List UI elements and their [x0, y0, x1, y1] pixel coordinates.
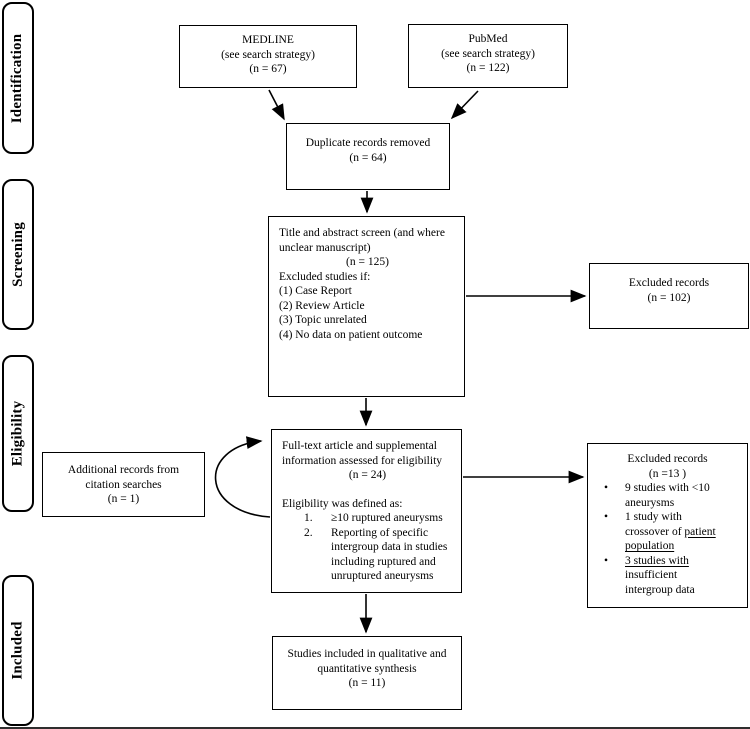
screen-criterion-4: (4) No data on patient outcome [279, 328, 423, 341]
fulltext-eligibility-heading: Eligibility was defined as: [282, 497, 403, 510]
duplicates-count: (n = 64) [349, 151, 387, 164]
fulltext-title-line1: Full-text article and supplemental [282, 440, 437, 452]
fulltext-title-line2: information assessed for eligibility [282, 454, 443, 467]
citation-line1: Additional records from [67, 464, 180, 476]
screen-title-line2: unclear manuscript) [279, 241, 371, 254]
pubmed-count: (n = 122) [466, 62, 510, 74]
bullet-3-marker: • [604, 554, 609, 567]
pubmed-source-box: PubMed (see search strategy) (n = 122) [408, 24, 568, 88]
citation-line2: citation searches [85, 478, 162, 491]
bullet-2-text: 1 study with crossover of patient popula… [625, 511, 716, 552]
medline-subtitle: (see search strategy) [221, 48, 315, 61]
pubmed-subtitle: (see search strategy) [441, 47, 535, 60]
pubmed-title: PubMed [468, 33, 508, 45]
stage-eligibility: Eligibility [2, 355, 34, 512]
included-count: (n = 11) [348, 677, 386, 689]
criterion-2-number: 2. [304, 526, 313, 539]
bullet-1-text: 9 studies with <10 aneurysms [625, 482, 710, 509]
fulltext-count: (n = 24) [348, 469, 387, 481]
medline-source-box: MEDLINE (see search strategy) (n = 67) [179, 25, 357, 88]
screen-criterion-2: (2) Review Article [279, 299, 365, 312]
excluded-bullet-3: • 3 studies with insufficient intergroup… [601, 554, 747, 598]
stage-screening: Screening [2, 179, 34, 330]
stage-eligibility-label: Eligibility [9, 400, 26, 467]
stage-included: Included [2, 575, 34, 726]
screen-count: (n = 125) [346, 256, 389, 268]
arrow-citation-loop [214, 436, 271, 518]
excluded-records-eligibility-box: Excluded records (n =13 ) • 9 studies wi… [587, 443, 748, 608]
arrow-medline-to-duplicates [268, 89, 285, 121]
screen-criterion-1: (1) Case Report [279, 285, 352, 297]
criterion-2-text: Reporting of specific intergroup data in… [331, 526, 448, 583]
image-bottom-edge [0, 727, 750, 729]
bullet-1-marker: • [604, 482, 609, 494]
excluded-records-screening-box: Excluded records (n = 102) [589, 263, 749, 329]
duplicates-removed-box: Duplicate records removed (n = 64) [286, 123, 450, 190]
medline-count: (n = 67) [249, 63, 287, 75]
eligibility-criterion-1: 1. ≥10 ruptured aneurysms [304, 511, 453, 526]
stage-screening-label: Screening [9, 222, 26, 287]
eligibility-criterion-2: 2. Reporting of specific intergroup data… [304, 526, 453, 584]
excluded-bullet-2: • 1 study with crossover of patient popu… [601, 510, 747, 554]
criterion-1-number: 1. [304, 512, 313, 524]
excluded-eligibility-count: (n =13 ) [648, 467, 687, 480]
included-line1: Studies included in qualitative and [287, 648, 447, 660]
duplicates-line: Duplicate records removed [305, 137, 431, 149]
excluded-screening-line: Excluded records [628, 277, 710, 289]
stage-identification-label: Identification [9, 33, 26, 123]
stage-included-label: Included [9, 621, 26, 680]
excluded-screening-count: (n = 102) [647, 291, 691, 304]
criterion-1-text: ≥10 ruptured aneurysms [331, 512, 443, 524]
screen-title-line1: Title and abstract screen (and where [279, 227, 445, 239]
citation-searches-box: Additional records from citation searche… [42, 452, 205, 517]
screen-criterion-3: (3) Topic unrelated [279, 314, 367, 326]
excluded-eligibility-heading: Excluded records [627, 453, 708, 465]
fulltext-eligibility-box: Full-text article and supplemental infor… [271, 429, 462, 593]
screen-excluded-heading: Excluded studies if: [279, 270, 371, 283]
citation-count: (n = 1) [107, 493, 140, 505]
stage-identification: Identification [2, 2, 34, 154]
arrow-pubmed-to-duplicates [450, 90, 479, 120]
included-synthesis-box: Studies included in qualitative and quan… [272, 636, 462, 710]
bullet-2-marker: • [604, 511, 609, 523]
bullet-3-text: 3 studies with insufficient intergroup d… [625, 554, 695, 596]
title-abstract-screen-box: Title and abstract screen (and where unc… [268, 216, 465, 397]
medline-title: MEDLINE [242, 34, 294, 46]
included-line2: quantitative synthesis [317, 662, 417, 675]
excluded-bullet-1: • 9 studies with <10 aneurysms [601, 481, 747, 510]
